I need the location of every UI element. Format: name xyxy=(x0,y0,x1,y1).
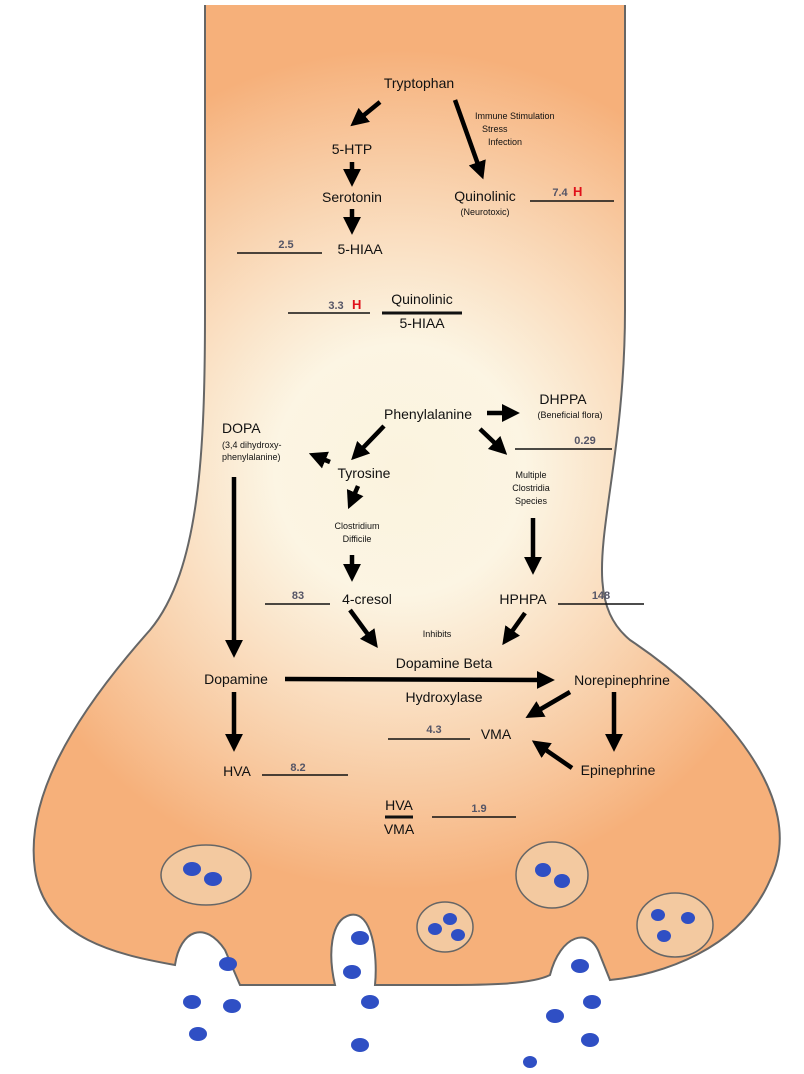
synaptic-vesicle-icon xyxy=(417,902,473,952)
label-hphpa: HPHPA xyxy=(499,591,547,607)
label-multiple-clostridia-2: Clostridia xyxy=(512,483,550,493)
label-quinolinic: Quinolinic xyxy=(454,188,515,204)
label-4-cresol: 4-cresol xyxy=(342,591,392,607)
ratio-denominator-5-hiaa: 5-HIAA xyxy=(399,315,445,331)
label-phenylalanine: Phenylalanine xyxy=(384,406,472,422)
label-dopa-full-1: (3,4 dihydroxy- xyxy=(222,440,282,450)
label-stress: Stress xyxy=(482,124,508,134)
value-hva-vma-ratio: 1.9 xyxy=(471,803,486,815)
label-5-htp: 5-HTP xyxy=(332,141,372,157)
value-vma: 4.3 xyxy=(426,724,441,736)
value-hva: 8.2 xyxy=(290,762,305,774)
label-dopamine: Dopamine xyxy=(204,671,268,687)
ratio-denominator-vma: VMA xyxy=(384,821,415,837)
label-norepinephrine: Norepinephrine xyxy=(574,672,670,688)
flag-quinolinic: H xyxy=(573,184,582,199)
label-tryptophan: Tryptophan xyxy=(384,75,454,91)
label-5-hiaa: 5-HIAA xyxy=(337,241,383,257)
label-dopa-full-2: phenylalanine) xyxy=(222,452,281,462)
synaptic-vesicle-icon xyxy=(161,845,251,905)
label-multiple-clostridia-1: Multiple xyxy=(515,470,546,480)
value-5-hiaa: 2.5 xyxy=(278,239,293,251)
label-infection: Infection xyxy=(488,137,522,147)
label-neurotoxic: (Neurotoxic) xyxy=(460,207,509,217)
flag-quinolinic-5-hiaa-ratio: H xyxy=(352,297,361,312)
value-hphpa: 148 xyxy=(592,590,610,602)
label-clostridium-difficile-2: Difficile xyxy=(343,534,372,544)
arrow-icon xyxy=(285,679,545,680)
ratio-numerator-hva: HVA xyxy=(385,797,413,813)
label-tyrosine: Tyrosine xyxy=(338,465,391,481)
label-clostridium-difficile-1: Clostridium xyxy=(334,521,379,531)
label-hydroxylase: Hydroxylase xyxy=(405,689,482,705)
label-multiple-clostridia-3: Species xyxy=(515,496,548,506)
label-beneficial-flora: (Beneficial flora) xyxy=(537,410,602,420)
ratio-numerator-quinolinic: Quinolinic xyxy=(391,291,452,307)
label-dopa: DOPA xyxy=(222,420,261,436)
label-epinephrine: Epinephrine xyxy=(581,762,656,778)
label-immune-stimulation: Immune Stimulation xyxy=(475,111,555,121)
label-vma: VMA xyxy=(481,726,512,742)
label-serotonin: Serotonin xyxy=(322,189,382,205)
label-dopamine-beta: Dopamine Beta xyxy=(396,655,493,671)
value-quinolinic-5-hiaa-ratio: 3.3 xyxy=(328,300,343,312)
value-4-cresol: 83 xyxy=(292,590,304,602)
value-dhppa: 0.29 xyxy=(574,435,595,447)
label-inhibits: Inhibits xyxy=(423,629,452,639)
synaptic-vesicle-icon xyxy=(516,842,588,908)
presynaptic-terminal xyxy=(34,5,780,985)
label-hva: HVA xyxy=(223,763,251,779)
synaptic-vesicle-icon xyxy=(637,893,713,957)
label-dhppa: DHPPA xyxy=(539,391,587,407)
value-quinolinic: 7.4 xyxy=(552,187,568,199)
